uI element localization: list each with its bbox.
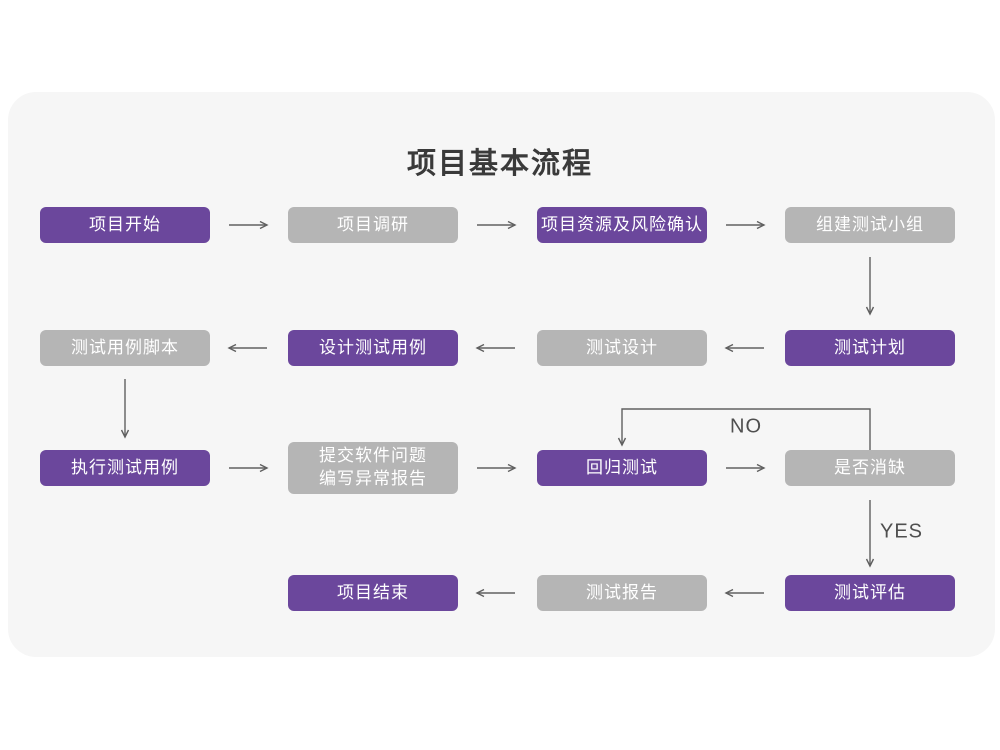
node-test-evaluation: 测试评估 [785, 575, 955, 611]
node-test-plan: 测试计划 [785, 330, 955, 366]
node-project-research: 项目调研 [288, 207, 458, 243]
node-test-case-scripts: 测试用例脚本 [40, 330, 210, 366]
node-design-test-cases: 设计测试用例 [288, 330, 458, 366]
flowchart-card [8, 92, 995, 657]
node-regression-test: 回归测试 [537, 450, 707, 486]
node-submit-issues-report: 提交软件问题 编写异常报告 [288, 442, 458, 494]
node-test-design: 测试设计 [537, 330, 707, 366]
node-risk-confirmation: 项目资源及风险确认 [537, 207, 707, 243]
node-execute-test-cases: 执行测试用例 [40, 450, 210, 486]
node-test-report: 测试报告 [537, 575, 707, 611]
node-project-start: 项目开始 [40, 207, 210, 243]
node-project-end: 项目结束 [288, 575, 458, 611]
edge-label-no: NO [730, 415, 762, 438]
node-build-test-team: 组建测试小组 [785, 207, 955, 243]
page-title: 项目基本流程 [406, 148, 593, 180]
edge-label-yes: YES [880, 520, 924, 543]
node-defect-resolved: 是否消缺 [785, 450, 955, 486]
